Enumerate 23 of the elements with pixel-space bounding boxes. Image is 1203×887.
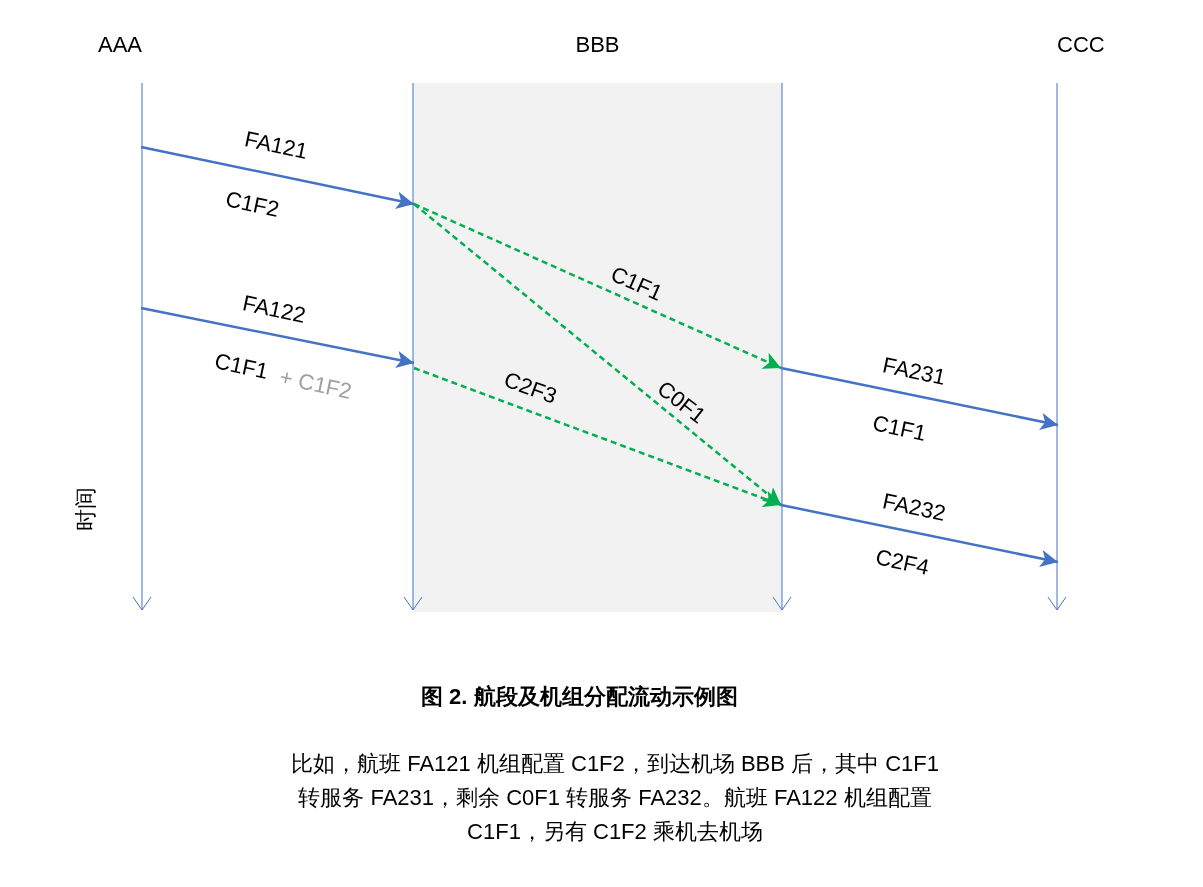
edge-label: C2F3	[501, 368, 560, 408]
crew-label: C2F4	[873, 546, 931, 579]
arrow	[780, 503, 1059, 568]
station-label: BBB	[574, 34, 621, 56]
edge-label: FA121	[242, 128, 310, 163]
arrow	[413, 202, 782, 370]
crew-label: C1F2	[223, 188, 281, 221]
station-label: AAA	[97, 34, 142, 56]
crew-label: + C1F2	[277, 366, 354, 403]
edge-label: FA232	[880, 490, 948, 525]
edge-label: FA122	[240, 292, 308, 327]
station-label: CCC	[1057, 34, 1105, 56]
arrow	[140, 306, 415, 369]
edge-label: C1F1	[607, 262, 666, 305]
arrow	[780, 366, 1059, 431]
arrow	[140, 145, 415, 209]
crew-label: C1F1	[212, 350, 270, 383]
crew-label: C1F1	[870, 412, 928, 445]
description-paragraph: 比如，航班 FA121 机组配置 C1F2，到达机场 BBB 后，其中 C1F1 转服务 FA231，剩余 C0F1 转服务 FA232。航班 FA122 机组配置 C1F1，另有 C1F2 乘机去机场	[290, 750, 940, 846]
arrow	[413, 366, 782, 508]
figure-caption: 图 2. 航段及机组分配流动示例图	[421, 686, 738, 708]
arrow	[413, 203, 782, 506]
edge-label: FA231	[880, 354, 948, 389]
